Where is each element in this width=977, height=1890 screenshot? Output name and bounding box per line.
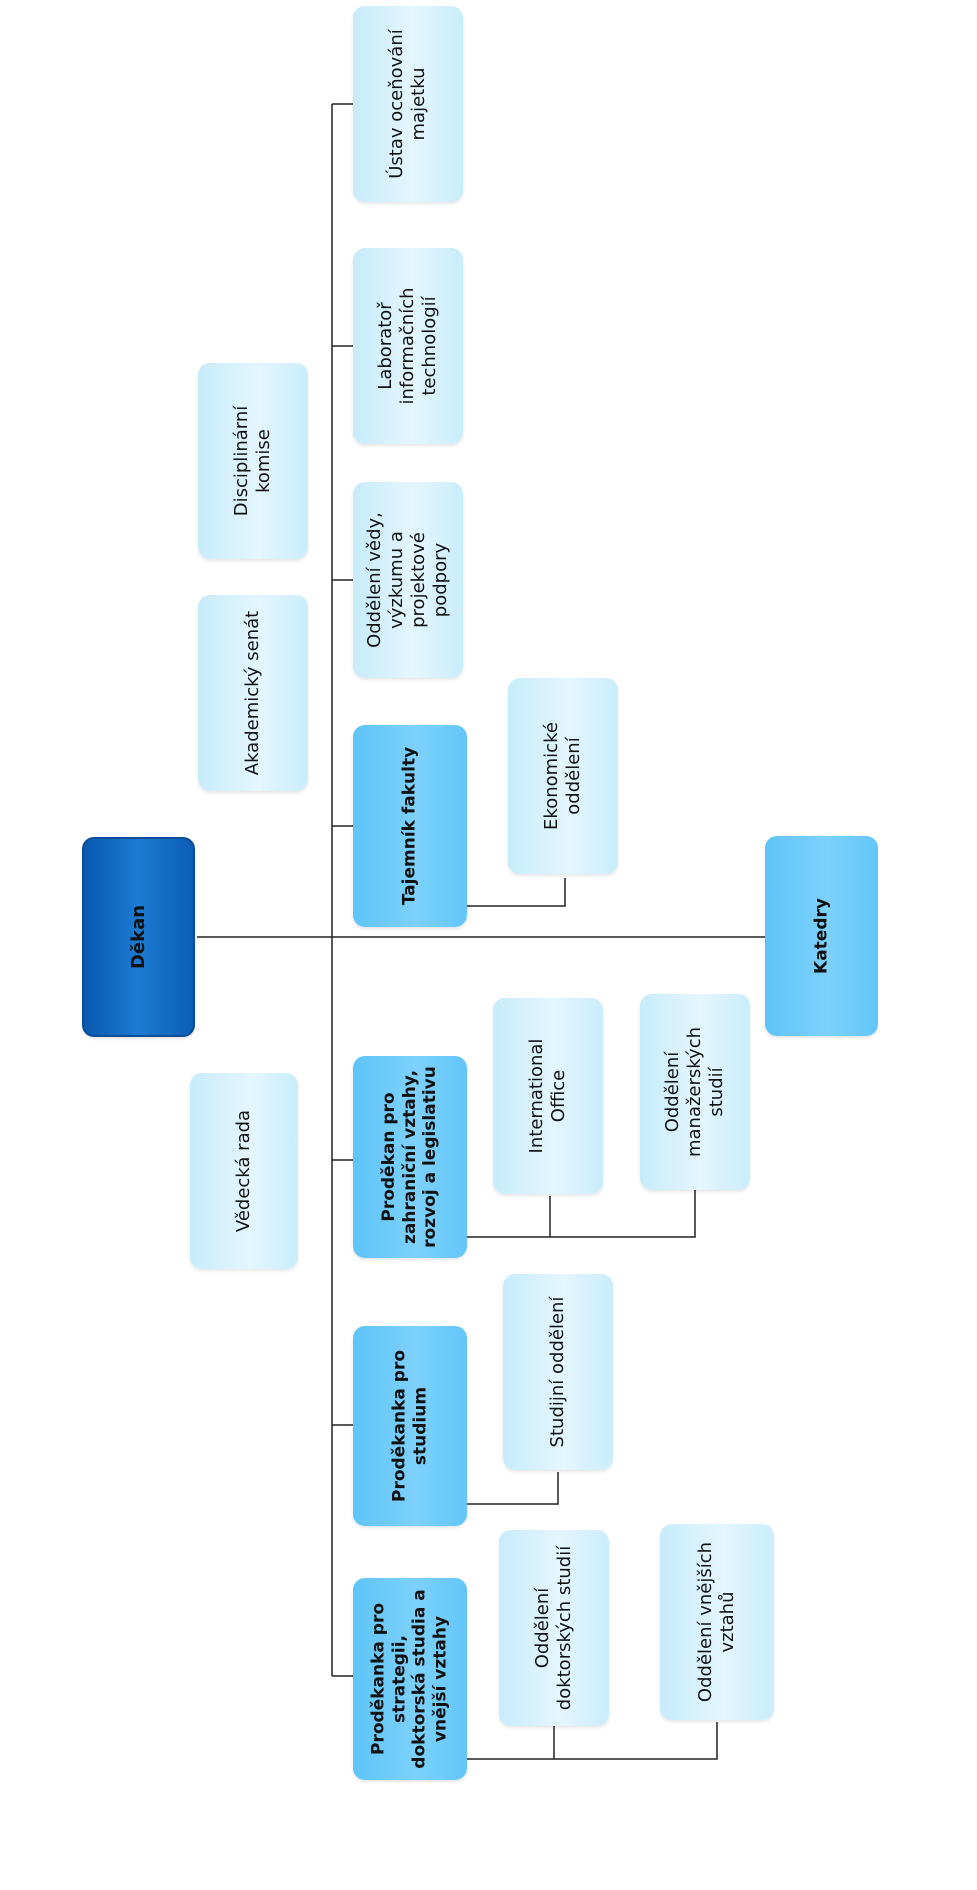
node-disciplinarni-komise-label: Disciplinární komise	[231, 405, 274, 517]
node-prodekan-zahranici: Proděkan pro zahraniční vztahy, rozvoj a…	[353, 1056, 467, 1258]
node-prodekanka-strategie: Proděkanka pro strategii, doktorská stud…	[353, 1578, 467, 1780]
node-vedecka-rada: Vědecká rada	[190, 1073, 298, 1269]
node-ekonomicke-oddeleni-label: Ekonomické oddělení	[541, 722, 584, 830]
node-oddeleni-vnejsich: Oddělení vnějších vztahů	[660, 1524, 774, 1720]
connector-international	[467, 1190, 696, 1238]
node-oddeleni-manazerskych: Oddělení manažerských studií	[640, 994, 750, 1190]
node-prodekanka-strategie-label: Proděkanka pro strategii, doktorská stud…	[368, 1589, 451, 1769]
node-oddeleni-vedy: Oddělení vědy, výzkumu a projektové podp…	[353, 482, 463, 678]
node-vedecka-rada-label: Vědecká rada	[233, 1109, 255, 1233]
node-international-office: International Office	[493, 998, 603, 1194]
node-laborator: Laboratoř informačních technologií	[353, 248, 463, 444]
node-ekonomicke-oddeleni: Ekonomické oddělení	[508, 678, 618, 874]
connector-doktorskych	[467, 1722, 718, 1760]
node-prodekan-zahranici-label: Proděkan pro zahraniční vztahy, rozvoj a…	[378, 1066, 441, 1248]
node-akademicky-senat: Akademický senát	[198, 595, 308, 791]
node-katedry-label: Katedry	[811, 898, 832, 974]
node-akademicky-senat-label: Akademický senát	[242, 610, 264, 776]
connector-studijni	[467, 1472, 559, 1505]
node-tajemnik: Tajemník fakulty	[353, 725, 467, 927]
node-dekan-label: Děkan	[127, 904, 149, 970]
node-prodekanka-studium: Proděkanka pro studium	[353, 1326, 467, 1526]
node-dekan: Děkan	[82, 837, 195, 1037]
node-tajemnik-label: Tajemník fakulty	[399, 746, 420, 906]
node-ustav-label: Ústav oceňování majetku	[386, 29, 429, 179]
node-prodekanka-studium-label: Proděkanka pro studium	[389, 1349, 430, 1503]
node-ustav: Ústav oceňování majetku	[353, 6, 463, 202]
node-international-office-label: International Office	[526, 1038, 569, 1154]
node-studijni-oddeleni-label: Studijní oddělení	[547, 1296, 569, 1448]
node-oddeleni-vnejsich-label: Oddělení vnějších vztahů	[695, 1541, 738, 1703]
node-laborator-label: Laboratoř informačních technologií	[375, 287, 440, 405]
node-oddeleni-doktorskych: Oddělení doktorských studií	[499, 1530, 609, 1726]
connector-ekonomicke	[467, 878, 566, 907]
node-oddeleni-vedy-label: Oddělení vědy, výzkumu a projektové podp…	[364, 512, 451, 648]
node-oddeleni-manazerskych-label: Oddělení manažerských studií	[662, 1026, 727, 1158]
node-katedry: Katedry	[765, 836, 878, 1036]
node-studijni-oddeleni: Studijní oddělení	[503, 1274, 613, 1470]
node-oddeleni-doktorskych-label: Oddělení doktorských studií	[532, 1545, 575, 1711]
node-disciplinarni-komise: Disciplinární komise	[198, 363, 308, 559]
